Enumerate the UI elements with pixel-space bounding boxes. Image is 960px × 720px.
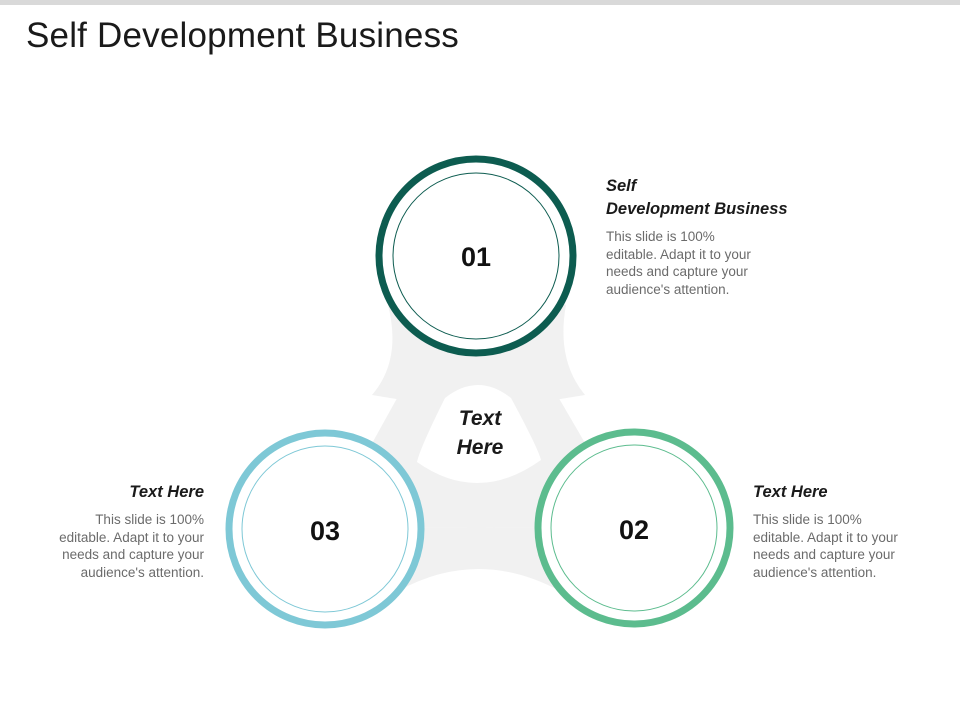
page-title: Self Development Business — [26, 16, 459, 55]
body-line: needs and capture your — [753, 547, 895, 562]
text-block-01: Self Development Business This slide is … — [606, 175, 836, 298]
text-block-03-heading: Text Here — [20, 481, 204, 504]
body-line: audience's attention. — [606, 281, 730, 297]
heading-line: Development Business — [606, 200, 788, 218]
circle-01-number: 01 — [461, 242, 491, 272]
circle-02-number: 02 — [619, 515, 649, 545]
body-line: This slide is 100% — [753, 512, 862, 527]
text-block-03: Text Here This slide is 100% editable. A… — [20, 481, 204, 581]
body-line: editable. Adapt it to your — [59, 529, 204, 545]
heading-line: Text Here — [129, 483, 204, 501]
body-line: audience's attention. — [80, 564, 204, 580]
top-divider-bar — [0, 0, 960, 5]
body-line: This slide is 100% — [606, 229, 715, 244]
body-line: needs and capture your — [606, 264, 748, 279]
center-label-line2: Here — [457, 436, 504, 459]
circle-01: 01 — [375, 155, 577, 357]
center-triangle — [417, 385, 541, 484]
heading-line: Text Here — [753, 483, 828, 501]
text-block-01-body: This slide is 100% editable. Adapt it to… — [606, 228, 836, 298]
circle-03-number: 03 — [310, 516, 340, 546]
text-block-02-heading: Text Here — [753, 481, 943, 504]
text-block-02-body: This slide is 100% editable. Adapt it to… — [753, 511, 943, 581]
text-block-03-body: This slide is 100% editable. Adapt it to… — [20, 511, 204, 581]
body-line: editable. Adapt it to your — [753, 529, 898, 545]
body-line: needs and capture your — [62, 547, 204, 562]
body-line: editable. Adapt it to your — [606, 246, 751, 262]
body-line: This slide is 100% — [95, 512, 204, 527]
text-block-01-heading: Self Development Business — [606, 175, 836, 221]
body-line: audience's attention. — [753, 564, 877, 580]
circle-02: 02 — [534, 428, 734, 628]
circle-03: 03 — [225, 429, 425, 629]
center-label-line1: Text — [459, 407, 502, 430]
heading-line: Self — [606, 177, 637, 195]
text-block-02: Text Here This slide is 100% editable. A… — [753, 481, 943, 581]
